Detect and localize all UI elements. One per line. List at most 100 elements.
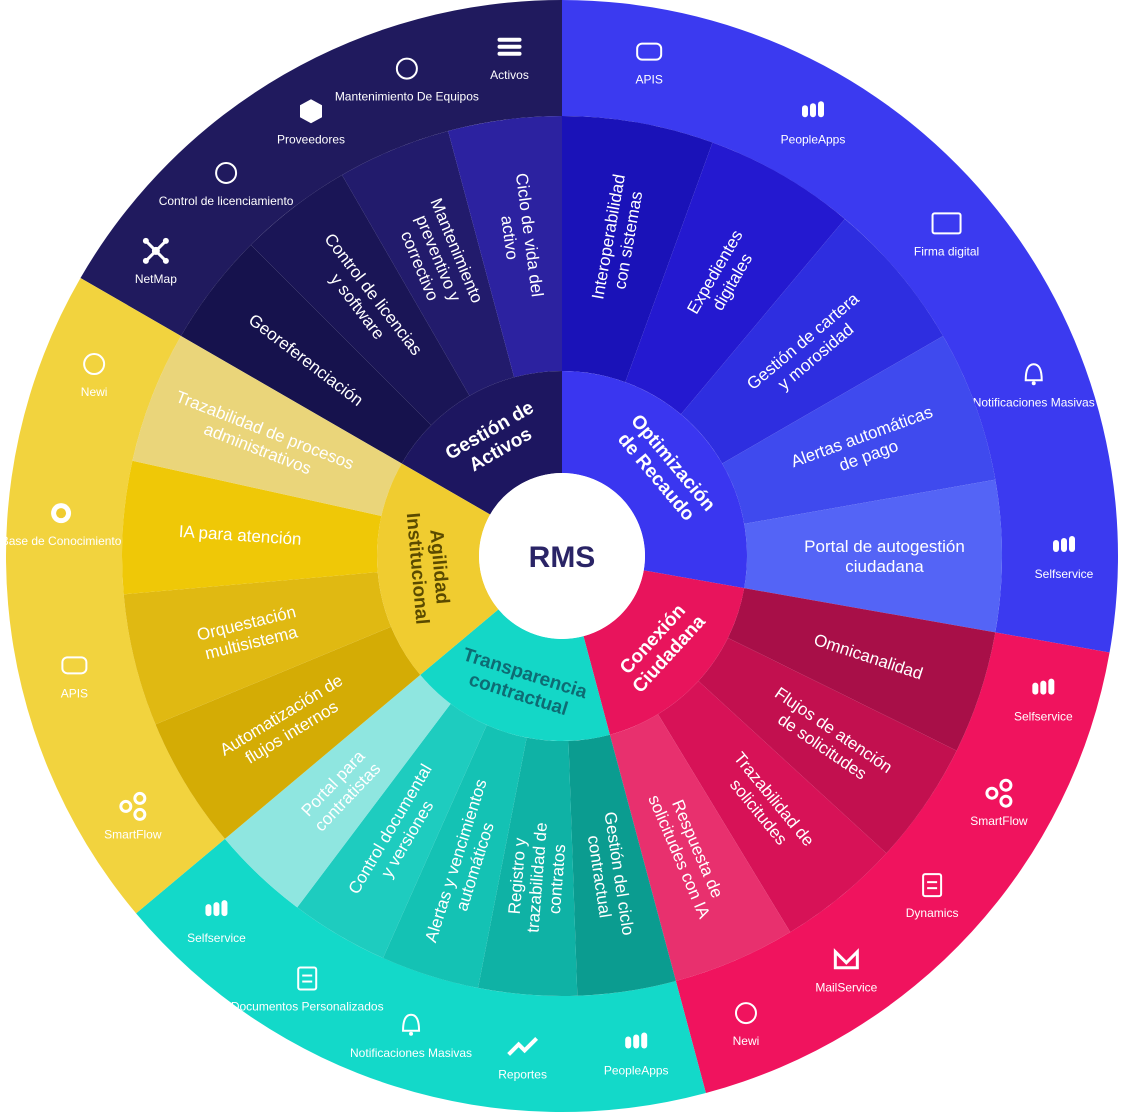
service-segment — [123, 572, 392, 725]
tool-selfservice[interactable]: Selfservice — [1035, 536, 1094, 581]
tool-peopleapps[interactable]: PeopleApps — [781, 101, 846, 146]
service-segment — [722, 336, 996, 524]
service-segment — [657, 680, 887, 933]
tool-box[interactable]: Proveedores — [277, 99, 345, 146]
license-badge-icon — [215, 161, 238, 184]
tool-band-recaudo — [562, 0, 1118, 653]
tool-bell[interactable]: Notificaciones Masivas — [973, 363, 1095, 409]
tool-band-agilidad — [5, 278, 225, 914]
tool-label: PeopleApps — [781, 132, 846, 146]
tool-label: Proveedores — [277, 132, 345, 146]
tool-label: APIS — [61, 686, 88, 700]
tool-signature[interactable]: Firma digital — [914, 212, 979, 258]
tool-label: Notificaciones Masivas — [973, 395, 1095, 409]
service-segment — [625, 142, 845, 415]
peopleapps-icon — [625, 1032, 648, 1049]
tool-license-badge[interactable]: Control de licenciamiento — [159, 161, 294, 208]
api-cloud-icon — [636, 42, 663, 61]
api-cloud-icon — [61, 656, 88, 675]
category-segment-transparencia — [420, 609, 610, 741]
service-segment — [121, 460, 382, 595]
service-segment — [448, 116, 562, 378]
tool-api-cloud[interactable]: APIS — [635, 42, 663, 87]
service-segment — [383, 725, 527, 988]
tool-label: Reportes — [498, 1067, 547, 1081]
selfservice-icon — [1053, 536, 1075, 552]
tool-peopleapps[interactable]: PeopleApps — [604, 1032, 669, 1077]
tool-stack[interactable]: Activos — [490, 37, 529, 82]
service-segment — [568, 734, 676, 996]
service-segment — [609, 714, 791, 982]
box-icon — [300, 99, 322, 124]
signature-icon — [931, 212, 962, 235]
bell-icon — [1024, 363, 1043, 386]
service-segment — [744, 479, 1002, 633]
category-segment-gestion — [401, 371, 562, 515]
center-hub: RMS — [479, 473, 645, 639]
document-user-icon — [297, 966, 318, 991]
tool-label: Documentos Personalizados — [231, 1000, 384, 1014]
tool-document-user[interactable]: Documentos Personalizados — [231, 966, 384, 1014]
trend-up-icon — [507, 1037, 539, 1056]
tool-label: Activos — [490, 68, 529, 82]
smartflow-icon — [119, 791, 147, 821]
tool-band-transparencia — [136, 838, 706, 1113]
clipboard-check-icon — [922, 873, 943, 898]
tool-smartflow[interactable]: SmartFlow — [104, 791, 162, 841]
service-segment — [155, 626, 421, 839]
target-icon — [51, 503, 72, 524]
service-segment — [180, 244, 432, 464]
service-label-line: Portal de autogestión — [804, 537, 965, 556]
stack-icon — [497, 37, 522, 56]
smartflow-icon — [985, 778, 1013, 808]
newi-icon — [734, 1002, 757, 1025]
tool-smartflow[interactable]: SmartFlow — [970, 778, 1028, 828]
tool-target[interactable]: Base de Conocimiento — [1, 503, 122, 548]
peopleapps-icon — [802, 101, 824, 118]
tool-netmap[interactable]: NetMap — [135, 237, 177, 286]
tool-band-gestion — [80, 0, 563, 336]
center-circle — [479, 473, 645, 639]
tool-label: Firma digital — [914, 244, 979, 258]
tool-label: Mantenimiento De Equipos — [335, 90, 479, 104]
tool-label: APIS — [635, 73, 662, 87]
service-segment — [562, 116, 713, 383]
tool-label: PeopleApps — [604, 1063, 669, 1077]
tool-label: Selfservice — [1035, 567, 1094, 581]
bell-icon — [402, 1013, 421, 1036]
service-segment — [342, 130, 515, 396]
tool-newi[interactable]: Newi — [733, 1002, 760, 1048]
tool-label: Base de Conocimiento — [1, 534, 122, 548]
selfservice-icon — [1032, 678, 1055, 695]
tool-label: Notificaciones Masivas — [350, 1046, 472, 1060]
tool-bell[interactable]: Notificaciones Masivas — [350, 1013, 472, 1060]
category-segment-agilidad — [377, 463, 499, 675]
tool-trend-up[interactable]: Reportes — [498, 1037, 547, 1081]
service-segment — [698, 637, 957, 854]
service-segment — [727, 588, 996, 751]
service-segment — [478, 737, 578, 996]
tool-selfservice[interactable]: Selfservice — [1014, 678, 1073, 724]
service-label-line: ciudadana — [845, 557, 924, 576]
mail-icon — [833, 948, 859, 970]
tool-clipboard-check[interactable]: Dynamics — [906, 873, 959, 920]
selfservice-icon — [205, 900, 228, 917]
tools-icon — [395, 57, 418, 80]
tool-newi[interactable]: Newi — [81, 353, 108, 399]
tool-label: Selfservice — [187, 931, 246, 945]
tool-band-conexion — [675, 632, 1110, 1094]
tool-label: Dynamics — [906, 906, 959, 920]
tool-api-cloud[interactable]: APIS — [61, 656, 88, 700]
tool-label: Newi — [81, 385, 108, 399]
netmap-icon — [142, 237, 169, 264]
tool-label: Selfservice — [1014, 710, 1073, 724]
tool-mail[interactable]: MailService — [815, 948, 878, 995]
tool-selfservice[interactable]: Selfservice — [187, 900, 246, 945]
service-segment — [224, 674, 451, 908]
tool-tools[interactable]: Mantenimiento De Equipos — [335, 57, 479, 104]
